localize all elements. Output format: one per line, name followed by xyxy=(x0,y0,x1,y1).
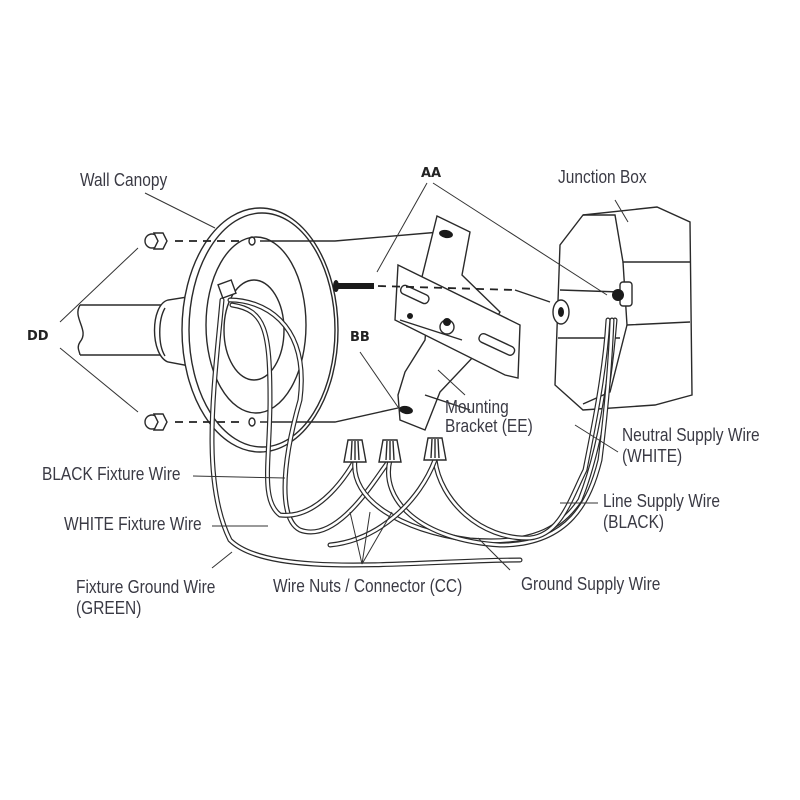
cap-nut-top xyxy=(144,232,168,250)
wire-nut-1 xyxy=(343,439,367,463)
label-wall-canopy: Wall Canopy xyxy=(80,170,168,190)
mounting-screw xyxy=(333,280,551,303)
leader-lines xyxy=(59,182,629,571)
label-fixture-ground-2: (GREEN) xyxy=(76,598,142,618)
wire-nut-2 xyxy=(378,439,402,463)
wall-canopy xyxy=(181,207,339,453)
label-line-supply-1: Line Supply Wire xyxy=(603,491,721,511)
mounting-bracket xyxy=(394,214,521,431)
label-mounting-bracket-1: Mounting xyxy=(445,397,509,417)
label-black-fixture-wire: BLACK Fixture Wire xyxy=(42,464,181,484)
label-white-fixture-wire: WHITE Fixture Wire xyxy=(64,514,202,534)
label-mounting-bracket-2: Bracket (EE) xyxy=(445,416,533,436)
part-code-bb: BB xyxy=(350,330,370,345)
label-ground-supply-wire: Ground Supply Wire xyxy=(521,574,661,594)
cap-nut-bottom xyxy=(144,413,168,431)
label-neutral-supply-2: (WHITE) xyxy=(622,446,683,466)
label-neutral-supply-1: Neutral Supply Wire xyxy=(622,425,760,445)
label-wire-nuts: Wire Nuts / Connector (CC) xyxy=(273,576,463,596)
label-fixture-ground-1: Fixture Ground Wire xyxy=(76,577,216,597)
wire-nut-3 xyxy=(423,437,447,461)
part-code-aa: AA xyxy=(421,166,442,181)
wire-bundle xyxy=(209,297,618,568)
label-junction-box: Junction Box xyxy=(558,167,647,187)
junction-box xyxy=(552,206,693,411)
part-code-dd: DD xyxy=(27,329,49,344)
label-line-supply-2: (BLACK) xyxy=(603,512,665,532)
